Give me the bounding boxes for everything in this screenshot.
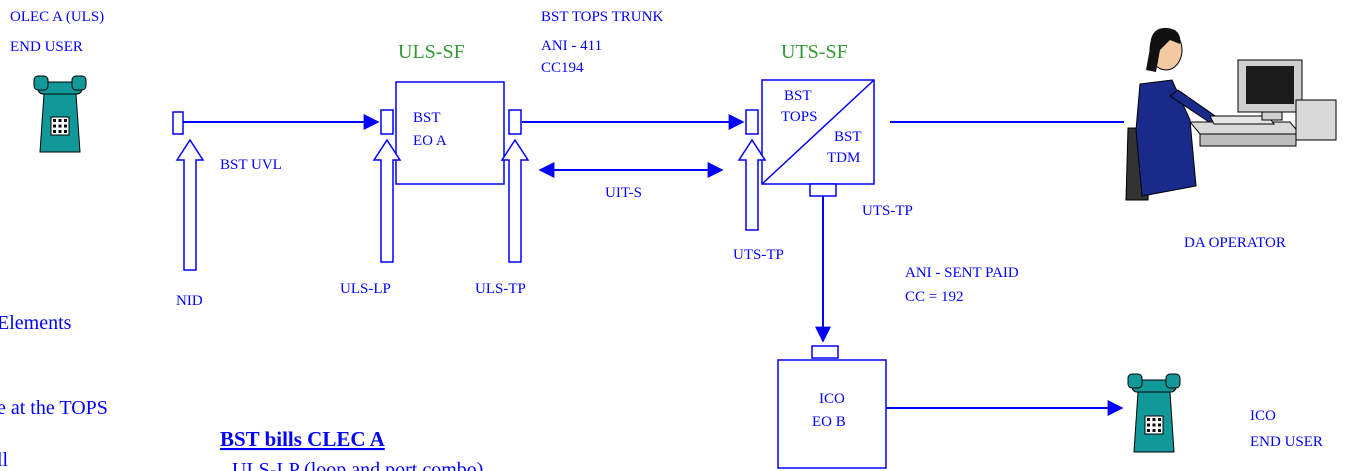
tdm-line2: TDM [827, 150, 860, 166]
elements-text: Elements [0, 312, 72, 334]
ico-port [812, 346, 838, 358]
nid-port [173, 112, 183, 134]
uls-lp-combo-text: ULS-LP (loop and port combo) [232, 459, 483, 471]
ico-user-line1: ICO [1250, 408, 1276, 424]
trunk-label-line3: CC194 [541, 60, 584, 76]
uls-lp-port [381, 110, 393, 134]
eo-a-line2: EO A [413, 133, 447, 149]
trunk-label-line1: BST TOPS TRUNK [541, 9, 663, 25]
tops-text: e at the TOPS [0, 397, 108, 419]
telephone-icon [1128, 374, 1180, 452]
uls-tp-port [509, 110, 521, 134]
olec-label-line2: END USER [10, 39, 83, 55]
uts-tp-label-left: UTS-TP [733, 247, 784, 263]
uts-tp-port-left [746, 110, 758, 134]
tops-line2: TOPS [781, 109, 817, 125]
uts-sf-title: UTS-SF [781, 41, 848, 63]
uls-sf-title: ULS-SF [398, 41, 465, 63]
uls-tp-pointer-arrow [502, 140, 528, 262]
trunk-label-line2: ANI - 411 [541, 38, 602, 54]
ico-line1: ICO [819, 391, 845, 407]
nid-label: NID [176, 293, 203, 309]
cc-192-label: CC = 192 [905, 289, 963, 305]
ani-sent-paid-label: ANI - SENT PAID [905, 265, 1019, 281]
ico-line2: EO B [812, 414, 846, 430]
uls-lp-pointer-arrow [374, 140, 400, 262]
ico-user-line2: END USER [1250, 434, 1323, 450]
eo-a-line1: BST [413, 110, 441, 126]
bst-bills-heading: BST bills CLEC A [220, 427, 386, 451]
uls-tp-label: ULS-TP [475, 281, 526, 297]
nid-pointer-arrow [177, 140, 203, 270]
uls-lp-label: ULS-LP [340, 281, 391, 297]
ll-text: ll [0, 449, 9, 471]
da-operator-icon [1126, 28, 1336, 200]
uts-tp-port-bottom [810, 184, 836, 196]
uts-tp-label-right: UTS-TP [862, 203, 913, 219]
tops-line1: BST [784, 88, 812, 104]
olec-label-line1: OLEC A (ULS) [10, 9, 104, 25]
telephone-icon [34, 76, 86, 152]
da-operator-label: DA OPERATOR [1184, 235, 1286, 251]
uts-tp-pointer-arrow [739, 140, 765, 230]
bst-uvl-label: BST UVL [220, 157, 282, 173]
uit-s-label: UIT-S [605, 185, 642, 201]
tdm-line1: BST [834, 129, 862, 145]
